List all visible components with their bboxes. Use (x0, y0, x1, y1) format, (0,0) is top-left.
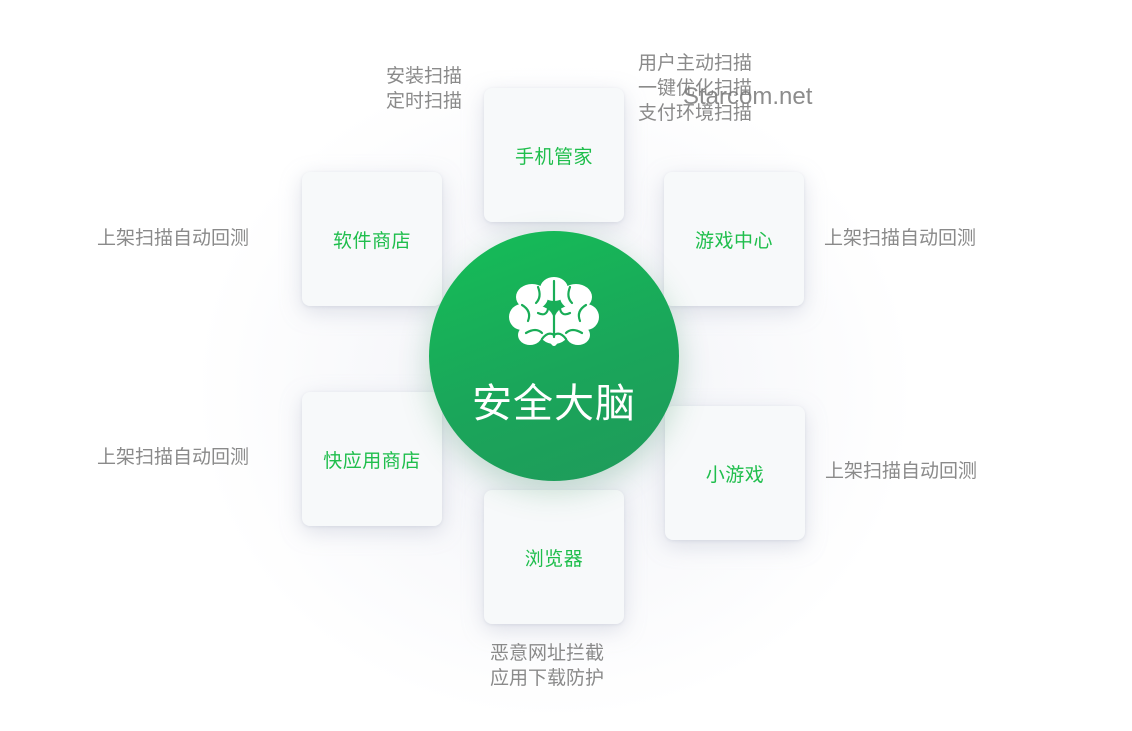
note-browser-line-2: 应用下载防护 (490, 667, 605, 689)
brain-icon (509, 277, 599, 346)
center-title: 安全大脑 (472, 381, 636, 427)
card-browser-label: 浏览器 (524, 547, 584, 570)
note-quick-app-store: 上架扫描自动回测 (97, 446, 250, 468)
note-phone-right: 用户主动扫描 一键优化扫描 支付环境扫描 (638, 51, 752, 126)
note-software-store: 上架扫描自动回测 (97, 227, 250, 249)
card-quick-app-store: 快应用商店 (302, 392, 442, 526)
note-phone-right-line-2: 一键优化扫描 (638, 77, 753, 99)
card-game-center: 游戏中心 (664, 172, 804, 306)
note-browser-line-1: 恶意网址拦截 (490, 642, 605, 664)
card-mini-game-label: 小游戏 (705, 463, 765, 486)
card-mini-game: 小游戏 (665, 406, 805, 540)
note-phone-left: 安装扫描 定时扫描 (386, 64, 462, 114)
card-software-store: 软件商店 (302, 172, 442, 306)
note-mini-game: 上架扫描自动回测 (825, 460, 978, 482)
card-game-center-label: 游戏中心 (694, 229, 773, 252)
note-game-center: 上架扫描自动回测 (824, 227, 977, 249)
note-phone-right-line-3: 支付环境扫描 (638, 102, 753, 124)
center-hub: 安全大脑 (429, 231, 679, 481)
card-software-store-label: 软件商店 (332, 229, 411, 252)
watermark-text: Starcom.net (683, 83, 813, 110)
card-phone-manager-label: 手机管家 (514, 145, 593, 168)
note-phone-left-line-2: 定时扫描 (386, 90, 463, 112)
card-browser: 浏览器 (484, 490, 624, 624)
card-phone-manager: 手机管家 (484, 88, 624, 222)
card-quick-app-store-label: 快应用商店 (323, 449, 421, 472)
note-browser: 恶意网址拦截 应用下载防护 (490, 641, 604, 691)
note-phone-left-line-1: 安装扫描 (386, 65, 463, 87)
note-phone-right-line-1: 用户主动扫描 (638, 52, 753, 74)
